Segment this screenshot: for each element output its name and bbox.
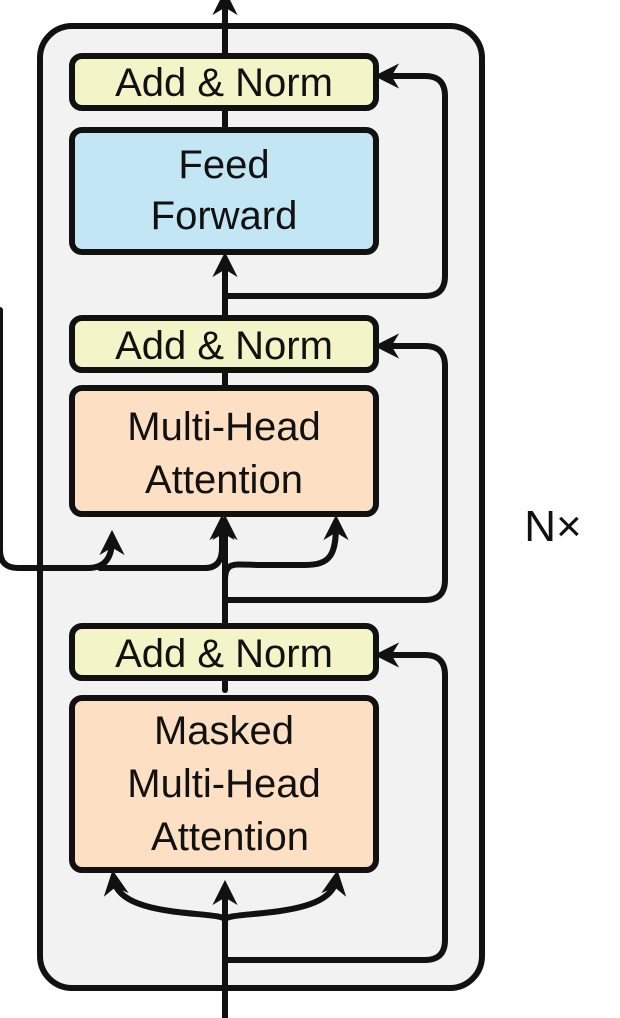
masked-attention-label-line1: Masked bbox=[154, 709, 294, 753]
multi-head-attention-box bbox=[69, 385, 379, 517]
encoder-input-branch bbox=[97, 514, 235, 571]
add-norm-middle-box bbox=[69, 315, 379, 373]
residual-top bbox=[222, 63, 448, 299]
masked-attention-split-right bbox=[222, 870, 347, 923]
masked-attention-label-line3: Attention bbox=[151, 815, 309, 859]
masked-attention-split-arrows bbox=[103, 870, 228, 923]
add-norm-bottom-box bbox=[69, 623, 379, 681]
residual-bottom bbox=[222, 642, 448, 963]
feed-forward-box bbox=[69, 127, 379, 255]
add-norm-middle-label: Add & Norm bbox=[115, 324, 333, 368]
feed-forward-label-line2: Forward bbox=[151, 194, 298, 238]
masked-multi-head-attention-box bbox=[69, 695, 379, 873]
add-norm-top-label: Add & Norm bbox=[115, 61, 333, 105]
multi-head-attention-label-line1: Multi-Head bbox=[127, 405, 320, 449]
repeat-count-label: N× bbox=[524, 502, 581, 551]
masked-attention-label-line2: Multi-Head bbox=[127, 762, 320, 806]
residual-middle bbox=[222, 333, 448, 603]
add-norm-bottom-label: Add & Norm bbox=[115, 632, 333, 676]
feed-forward-label-line1: Feed bbox=[178, 143, 269, 187]
encoder-input-line bbox=[0, 307, 125, 571]
multi-head-attention-label-line2: Attention bbox=[145, 458, 303, 502]
add-norm-top-box bbox=[69, 53, 379, 111]
